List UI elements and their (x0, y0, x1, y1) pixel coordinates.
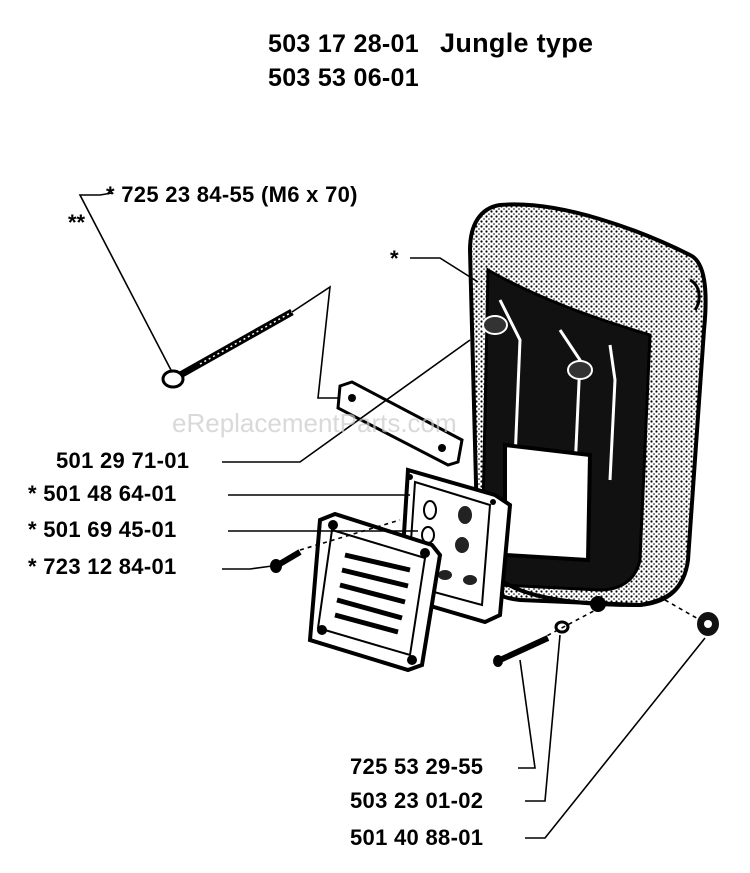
label-washer: 503 23 01-02 (350, 788, 484, 813)
small-screw (270, 549, 302, 573)
label-bolt: 725 53 29-55 (350, 754, 484, 779)
cover-star-marker: * (390, 246, 399, 271)
leader-lines (78, 192, 706, 839)
header-part-a-note: Jungle type (440, 28, 594, 58)
label-plate: * 501 69 45-01 (28, 517, 177, 542)
nut (697, 612, 719, 636)
watermark: eReplacementParts.com (172, 408, 457, 438)
double-star-marker: ** (68, 210, 86, 235)
header-part-b: 503 53 06-01 (268, 64, 419, 92)
label-strap-plate: 501 29 71-01 (56, 448, 190, 473)
strap-plate (336, 380, 464, 467)
louvered-grille (307, 511, 443, 673)
label-nut: 501 40 88-01 (350, 825, 484, 850)
label-long-screw: * 725 23 84-55 (M6 x 70) (106, 182, 358, 207)
label-small-screw: * 723 12 84-01 (28, 554, 177, 579)
label-gasket: * 501 48 64-01 (28, 481, 177, 506)
long-screw (161, 308, 294, 389)
header-part-a: 503 17 28-01 (268, 30, 419, 58)
